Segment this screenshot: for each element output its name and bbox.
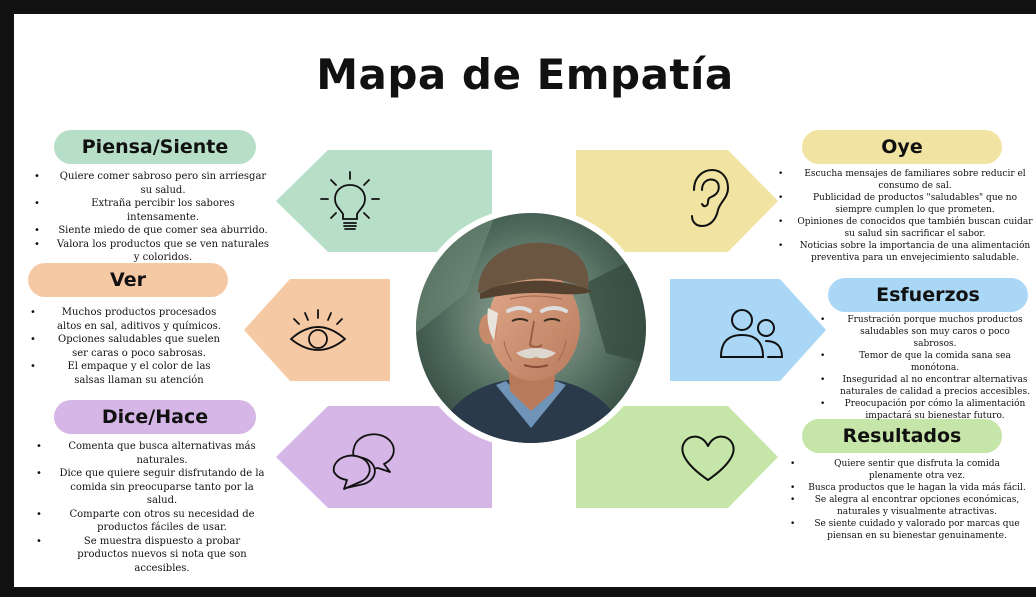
eye-icon <box>289 309 347 351</box>
piensa-siente-list: Quiere comer sabroso pero sin arriesgar … <box>34 170 270 265</box>
heart-icon <box>681 435 735 481</box>
list-item: Busca productos que le hagan la vida más… <box>790 482 1026 494</box>
list-item: Inseguridad al no encontrar alternativas… <box>820 374 1032 398</box>
list-item: Se muestra dispuesto a probar productos … <box>36 535 266 576</box>
dice-hace-label: Dice/Hace <box>54 400 256 434</box>
oye-arrow-shape <box>576 150 778 252</box>
esfuerzos-list: Frustración porque muchos productos salu… <box>820 314 1032 422</box>
list-item: Quiere sentir que disfruta la comida ple… <box>790 458 1026 482</box>
list-item: Comparte con otros su necesidad de produ… <box>36 508 266 535</box>
ear-icon <box>691 168 730 228</box>
oye-list: Escucha mensajes de familiares sobre red… <box>778 168 1034 264</box>
ver-label: Ver <box>28 263 228 297</box>
piensa-arrow-shape <box>276 150 492 252</box>
list-item: Preocupación por cómo la alimentación im… <box>820 398 1032 422</box>
esfuerzos-arrow-shape <box>670 279 826 381</box>
people-icon <box>719 309 784 358</box>
list-item: Quiere comer sabroso pero sin arriesgar … <box>34 170 270 197</box>
list-item: Opiniones de conocidos que también busca… <box>778 216 1034 240</box>
list-item: Noticias sobre la importancia de una ali… <box>778 240 1034 264</box>
list-item: Opciones saludables que suelen ser caras… <box>30 333 226 360</box>
list-item: Muchos productos procesados altos en sal… <box>30 306 226 333</box>
dice-hace-list: Comenta que busca alternativas más natur… <box>36 440 266 575</box>
list-item: Frustración porque muchos productos salu… <box>820 314 1032 350</box>
list-item: Dice que quiere seguir disfrutando de la… <box>36 467 266 508</box>
resultados-list: Quiere sentir que disfruta la comida ple… <box>790 458 1026 542</box>
list-item: Escucha mensajes de familiares sobre red… <box>778 168 1034 192</box>
list-item: Extraña percibir los sabores intensament… <box>34 197 270 224</box>
list-item: Temor de que la comida sana sea monótona… <box>820 350 1032 374</box>
speech-bubbles-icon <box>332 433 395 490</box>
page-title: Mapa de Empatía <box>316 50 734 99</box>
list-item: Comenta que busca alternativas más natur… <box>36 440 266 467</box>
list-item: Publicidad de productos "saludables" que… <box>778 192 1034 216</box>
elderly-man-portrait-image <box>416 213 646 443</box>
empathy-map-canvas: Mapa de Empatía <box>14 14 1036 587</box>
oye-label: Oye <box>802 130 1002 164</box>
list-item: Se alegra al encontrar opciones económic… <box>790 494 1026 518</box>
list-item: Siente miedo de que comer sea aburrido. <box>34 224 270 238</box>
list-item: El empaque y el color de las salsas llam… <box>30 360 226 387</box>
resultados-label: Resultados <box>802 419 1002 453</box>
list-item: Valora los productos que se ven naturale… <box>34 238 270 265</box>
dice-arrow-shape <box>276 406 492 508</box>
esfuerzos-label: Esfuerzos <box>828 278 1028 312</box>
lightbulb-icon <box>320 171 380 230</box>
piensa-siente-label: Piensa/Siente <box>54 130 256 164</box>
resultados-arrow-shape <box>576 406 778 508</box>
list-item: Se siente cuidado y valorado por marcas … <box>790 518 1026 542</box>
ver-list: Muchos productos procesados altos en sal… <box>30 306 226 387</box>
